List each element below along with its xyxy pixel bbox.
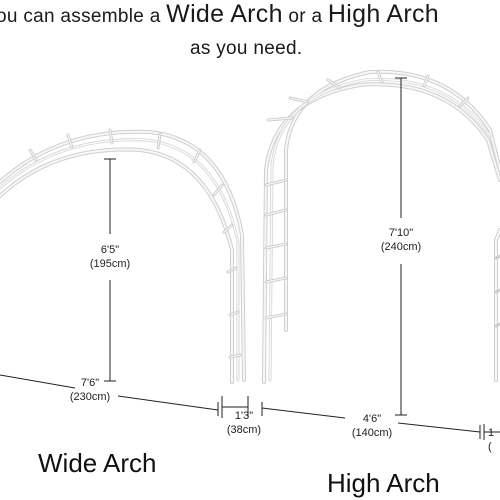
high-height-label: 7'10" (240cm) xyxy=(366,226,436,254)
headline-line-2: as you need. xyxy=(190,38,303,59)
headline-line-1: ou can assemble a Wide Arch or a High Ar… xyxy=(0,0,439,29)
high-height-dimension xyxy=(395,77,407,416)
high-width-dimension xyxy=(261,402,481,439)
high-depth-ft: 1 xyxy=(488,427,495,439)
headline-joiner: or a xyxy=(282,6,328,27)
high-width-ft: 4'6" xyxy=(362,413,382,425)
high-depth-dimension xyxy=(483,424,500,440)
wide-height-ft: 6'5" xyxy=(100,244,120,256)
wide-arch-caption: Wide Arch xyxy=(38,448,157,478)
wide-width-dimension xyxy=(0,374,219,416)
wide-width-label: 7'6" (230cm) xyxy=(60,376,120,404)
wide-depth-label: 1'3" (38cm) xyxy=(216,409,272,437)
wide-depth-ft: 1'3" xyxy=(234,410,254,422)
wide-arch-frame xyxy=(0,128,246,384)
wide-width-ft: 7'6" xyxy=(80,377,100,389)
high-width-label: 4'6" (140cm) xyxy=(340,412,404,440)
high-width-cm: (140cm) xyxy=(351,427,393,439)
wide-width-cm: (230cm) xyxy=(69,391,111,403)
high-arch-frame xyxy=(262,69,500,384)
high-height-cm: (240cm) xyxy=(380,241,422,253)
headline-option-wide: Wide Arch xyxy=(166,0,283,28)
wide-height-dimension xyxy=(104,158,116,382)
high-depth-cm: ( xyxy=(488,441,492,453)
high-height-ft: 7'10" xyxy=(388,227,414,239)
headline-option-high: High Arch xyxy=(327,0,440,28)
wide-depth-dimension xyxy=(221,396,249,418)
wide-height-cm: (195cm) xyxy=(89,258,131,270)
high-depth-label: 1 ( xyxy=(488,426,500,454)
high-arch-caption: High Arch xyxy=(327,468,440,498)
headline-prefix: ou can assemble a xyxy=(0,6,167,27)
wide-depth-cm: (38cm) xyxy=(226,424,262,436)
wide-height-label: 6'5" (195cm) xyxy=(80,243,140,271)
